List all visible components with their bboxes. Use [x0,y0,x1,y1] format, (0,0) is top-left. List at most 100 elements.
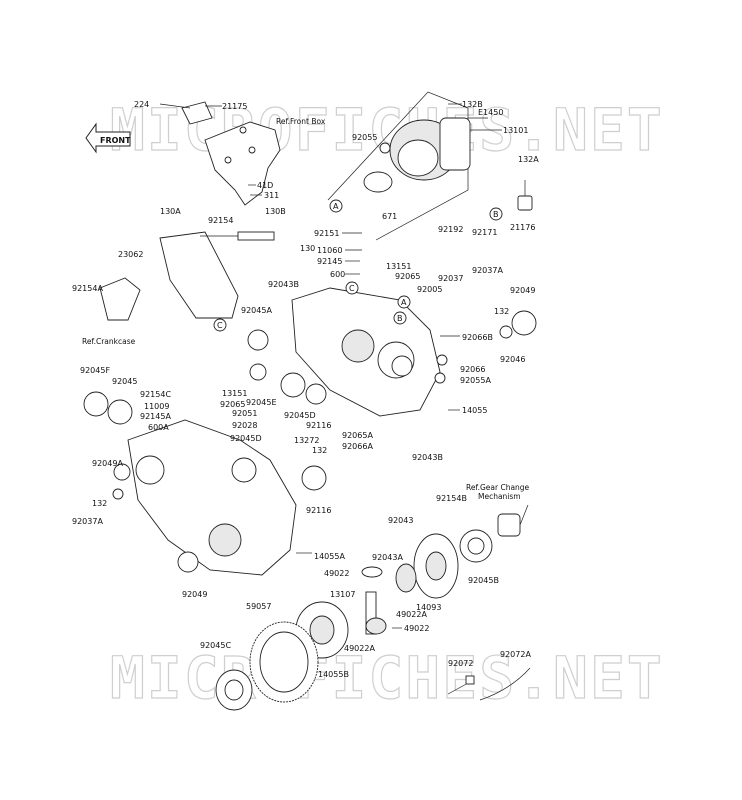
plug-132 [112,488,124,500]
bearing-92045F [83,391,109,417]
seal-92116 [305,383,327,405]
bearing-92045D [280,372,306,398]
label-21175: 21175 [222,102,247,111]
leader-lines [296,232,460,629]
label-132-2: 132 [312,446,327,455]
bevel-gear-49022A [395,563,417,593]
label-92154A: 92154A [72,284,103,293]
label-23062: 23062 [118,250,143,259]
bracket-crankcase-side [99,277,141,321]
label-13101: 13101 [503,126,528,135]
label-132: 132 [494,307,509,316]
label-49022-2: 49022 [404,624,429,633]
label-92145A: 92145A [140,412,171,421]
cable-tie-92072A [479,667,531,701]
label-92045D-2: 92045D [230,434,262,443]
label-92045E: 92045E [246,398,277,407]
callout-c-center [345,281,359,295]
label-600: 600 [330,270,345,279]
label-92066: 92066 [460,365,485,374]
callout-a-center [397,295,411,309]
label-92154: 92154 [208,216,233,225]
label-92154B: 92154B [436,494,467,503]
label-92116: 92116 [306,421,331,430]
label-92045: 92045 [112,377,137,386]
label-14055B: 14055B [318,670,349,679]
front-label: FRONT [100,136,131,145]
callout-a-top [329,199,343,213]
label-224: 224 [134,100,149,109]
sensor-21176 [517,180,533,211]
label-11060: 11060 [317,246,342,255]
o-ring-92066 [436,354,448,366]
ref-crankcase: Ref.Crankcase [82,337,136,346]
label-130B: 130B [265,207,286,216]
label-49022A-2: 49022A [344,644,375,653]
label-671: 671 [382,212,397,221]
mount-bracket-23062 [159,231,275,319]
front-arrow-icon: FRONT [85,122,131,154]
cover-14093 [413,533,459,599]
label-132B: 132B [462,100,483,109]
label-132A: 132A [518,155,539,164]
label-92065: 92065 [395,272,420,281]
gear-change-shaft [497,504,529,537]
label-92072A: 92072A [500,650,531,659]
label-132-3: 132 [92,499,107,508]
bearing-92045D-left [231,457,257,483]
label-92043: 92043 [388,516,413,525]
label-92051: 92051 [232,409,257,418]
label-92045F: 92045F [80,366,110,375]
label-59057: 59057 [246,602,271,611]
label-92154C: 92154C [140,390,171,399]
label-13272: 13272 [294,436,319,445]
label-92037A: 92037A [472,266,503,275]
label-92046: 92046 [500,355,525,364]
bearing-92049-left [177,551,199,573]
bearing-92045E [249,363,267,381]
label-92043A: 92043A [372,553,403,562]
clamp-92072 [447,675,475,695]
ref-gear-change-1: Ref.Gear Change [466,483,530,492]
shaft-13107 [365,591,377,635]
label-92045B: 92045B [468,576,499,585]
label-92066A: 92066A [342,442,373,451]
bearing-92049A [113,463,131,481]
label-92049: 92049 [510,286,535,295]
label-13107: 13107 [330,590,355,599]
label-92065A: 92065A [342,431,373,440]
callout-a-top-label: A [333,202,339,211]
bevel-gear-49022-2 [365,617,387,635]
label-92005: 92005 [417,285,442,294]
label-92043B-2: 92043B [412,453,443,462]
starter-motor [327,91,471,241]
bearing-92045 [107,399,133,425]
ref-front-box: Ref.Front Box [276,117,326,126]
watermark-bottom: MICROFICHES.NET [110,644,664,712]
label-92028: 92028 [232,421,257,430]
label-41D: 41D [257,181,273,190]
front-box-bracket [181,101,281,206]
label-92037A-2: 92037A [72,517,103,526]
label-130: 130 [300,244,315,253]
callout-b-center [393,311,407,325]
label-92066B: 92066B [462,333,493,342]
label-92171: 92171 [472,228,497,237]
callout-a-center-label: A [401,298,407,307]
label-92045C: 92045C [200,641,231,650]
label-92055A: 92055A [460,376,491,385]
callout-c-left [213,318,227,332]
bearing-92045A [247,329,269,351]
label-92045D: 92045D [284,411,316,420]
label-92049-2: 92049 [182,590,207,599]
callout-c-left-label: C [217,321,223,330]
label-14055A: 14055A [314,552,345,561]
label-92065-2: 92065 [220,400,245,409]
callout-b-top-label: B [493,210,499,219]
label-14093: 14093 [416,603,441,612]
label-311: 311 [264,191,279,200]
label-49022A: 49022A [396,610,427,619]
callout-b-top [489,207,503,221]
label-130A: 130A [160,207,181,216]
